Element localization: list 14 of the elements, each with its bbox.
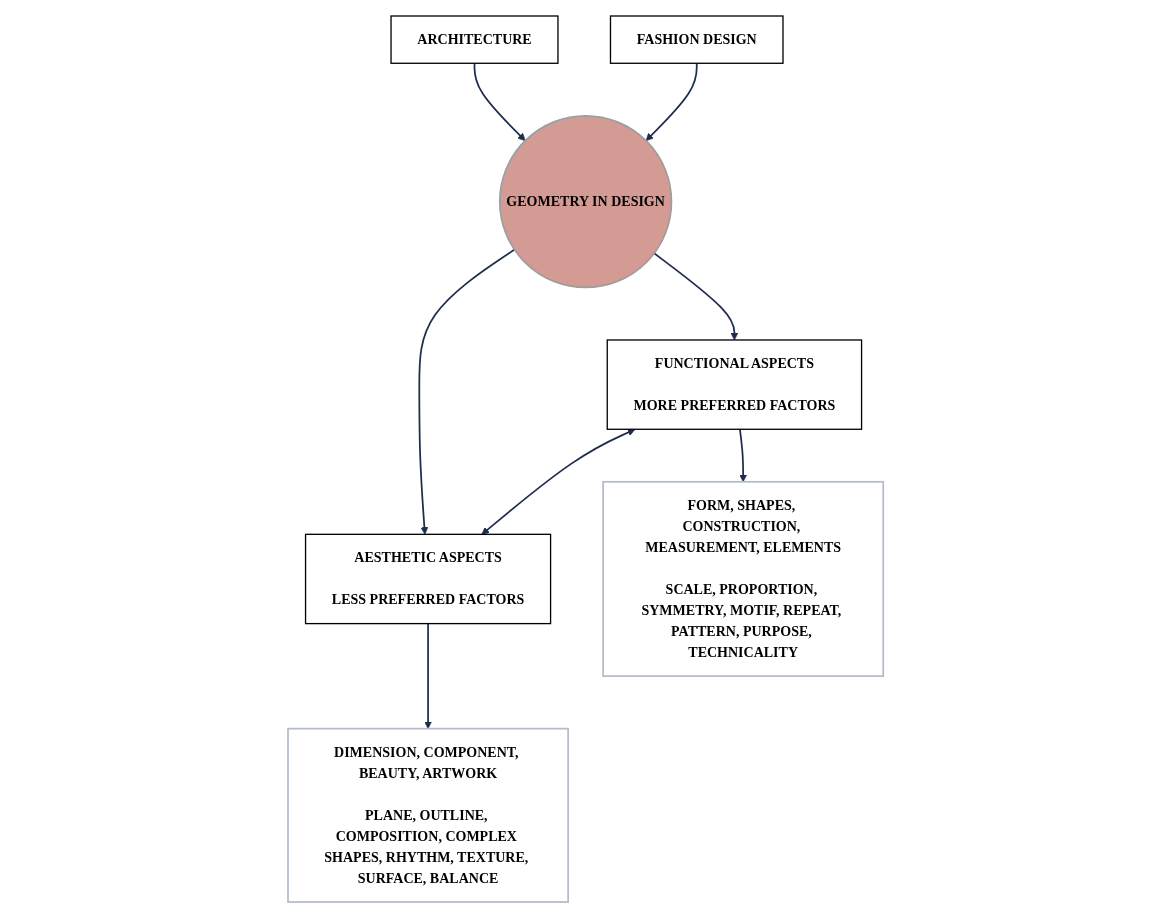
arrow bbox=[424, 622, 432, 729]
arrow bbox=[738, 427, 747, 482]
node-box: FASHION DESIGN bbox=[609, 14, 784, 64]
arrow bbox=[418, 248, 516, 535]
node-circle: GEOMETRY IN DESIGN bbox=[498, 114, 673, 288]
node-box: DIMENSION, COMPONENT, BEAUTY, ARTWORK PLANE, OUTLINE, COMPOSITION, COMPLEX SHAPES, RHYTHM, TEXTURE, SURFACE, BALANCE bbox=[287, 727, 569, 903]
arrow bbox=[645, 61, 698, 141]
node-box: FUNCTIONAL ASPECTS MORE PREFERRED FACTORS bbox=[606, 338, 863, 430]
node-box: FORM, SHAPES, CONSTRUCTION, MEASUREMENT, ELEMENTS SCALE, PROPORTION, SYMMETRY, MOTIF, REPEAT, PATTERN, PURPOSE, TECHNICALITY bbox=[602, 480, 884, 677]
node-box: ARCHITECTURE bbox=[390, 14, 559, 64]
arrow bbox=[473, 61, 526, 141]
node-box: AESTHETIC ASPECTS LESS PREFERRED FACTORS bbox=[304, 533, 552, 624]
arrow bbox=[481, 428, 636, 535]
arrow bbox=[653, 251, 739, 340]
